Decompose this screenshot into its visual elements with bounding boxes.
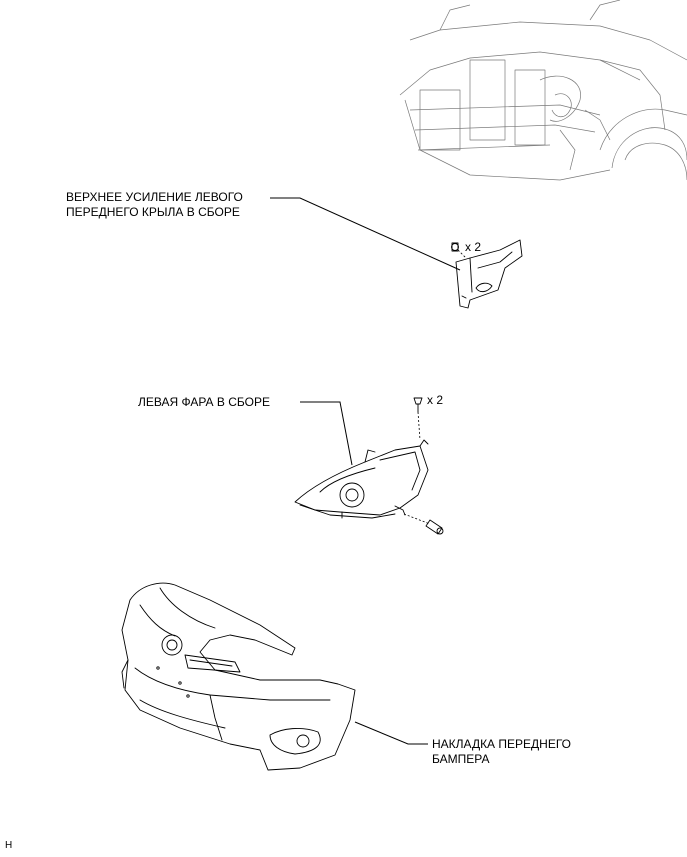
leader-line-headlamp [300,401,353,466]
headlamp-lower-bolt-icon [403,513,444,535]
reinforcement-bolt-quantity: x 2 [465,240,482,254]
reinforcement-bolt-icon [451,242,467,259]
vehicle-front-illustration [399,0,687,181]
label-fender-reinforcement-line-1: ВЕРХНЕЕ УСИЛЕНИЕ ЛЕВОГО [66,190,243,204]
label-bumper-cover: НАКЛАДКА ПЕРЕДНЕГО БАМПЕРА [432,737,571,767]
label-headlamp: ЛЕВАЯ ФАРА В СБОРЕ [138,395,270,409]
leader-line-reinforcement [270,197,461,271]
label-bumper-cover-line-2: БАМПЕРА [432,752,490,766]
label-fender-reinforcement: ВЕРХНЕЕ УСИЛЕНИЕ ЛЕВОГО ПЕРЕДНЕГО КРЫЛА … [66,190,243,220]
fender-reinforcement-bracket [455,239,523,309]
corner-mark: H [5,840,13,851]
front-bumper-cover [121,582,356,771]
label-bumper-cover-line-1: НАКЛАДКА ПЕРЕДНЕГО [432,737,571,751]
leader-line-bumper [354,721,428,745]
headlamp-assembly [294,439,429,519]
label-fender-reinforcement-line-2: ПЕРЕДНЕГО КРЫЛА В СБОРЕ [66,205,240,219]
headlamp-bolt-quantity: x 2 [427,393,444,407]
headlamp-bolt-icon [413,397,423,441]
